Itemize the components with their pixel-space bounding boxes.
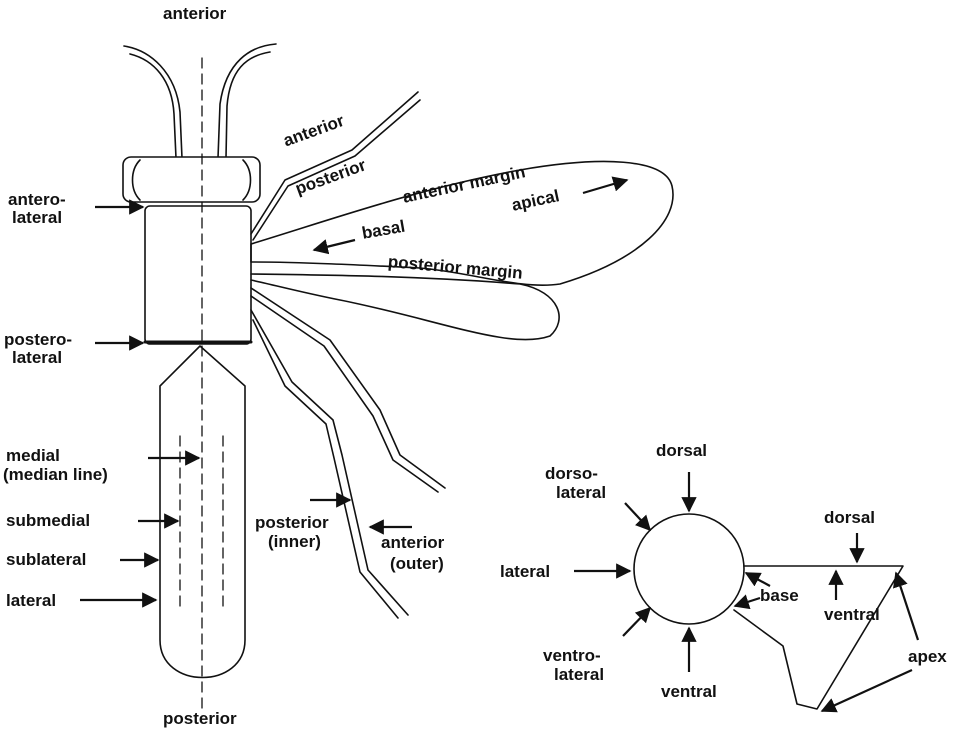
head: [122, 156, 261, 203]
label-section-ventral: ventral: [661, 682, 717, 701]
cross-section-circle: [633, 513, 745, 625]
label-submedial: submedial: [6, 511, 91, 530]
arrow-dorsolateral: [624, 502, 652, 532]
label-spine-ventral: ventral: [824, 605, 880, 624]
arrow-apex-up: [893, 571, 920, 641]
label-ventrolateral-1: ventro-: [543, 646, 601, 665]
label-hindleg-anterior-2: (outer): [390, 554, 444, 573]
label-posterolateral-1: postero-: [4, 330, 72, 349]
arrow-apex-down: [820, 668, 913, 713]
arrow-apical: [582, 176, 629, 195]
label-spine-dorsal: dorsal: [824, 508, 876, 527]
label-apex: apex: [908, 647, 947, 666]
front-leg: [250, 91, 421, 241]
thorax: [144, 205, 252, 345]
label-anterior-axis: anterior: [163, 4, 227, 23]
right-antenna: [217, 43, 277, 159]
arrow-base-1: [744, 572, 771, 587]
label-anterolateral-2: lateral: [12, 208, 63, 227]
label-lateral: lateral: [6, 591, 57, 610]
label-posterior-axis: posterior: [163, 709, 237, 728]
label-section-dorsal: dorsal: [656, 441, 708, 460]
arrow-basal: [312, 238, 356, 255]
label-hindleg-posterior-2: (inner): [268, 532, 321, 551]
arrow-base-2: [733, 594, 761, 610]
label-medial-2: (median line): [3, 465, 108, 484]
label-base: base: [760, 586, 799, 605]
label-hindleg-posterior-1: posterior: [255, 513, 329, 532]
label-posterolateral-2: lateral: [12, 348, 63, 367]
middle-leg: [250, 287, 446, 493]
label-ventrolateral-2: lateral: [554, 665, 605, 684]
arrow-ventrolateral: [622, 606, 652, 637]
label-sublateral: sublateral: [6, 550, 87, 569]
hind-wing: [250, 273, 560, 341]
label-hindleg-anterior-1: anterior: [381, 533, 445, 552]
label-medial-1: medial: [6, 446, 60, 465]
label-dorsolateral-1: dorso-: [545, 464, 598, 483]
hind-leg: [250, 309, 409, 619]
label-dorsolateral-2: lateral: [556, 483, 607, 502]
wing: [250, 160, 674, 286]
spine: [733, 565, 904, 710]
left-antenna: [123, 45, 183, 159]
label-section-lateral: lateral: [500, 562, 551, 581]
label-anterolateral-1: antero-: [8, 190, 66, 209]
